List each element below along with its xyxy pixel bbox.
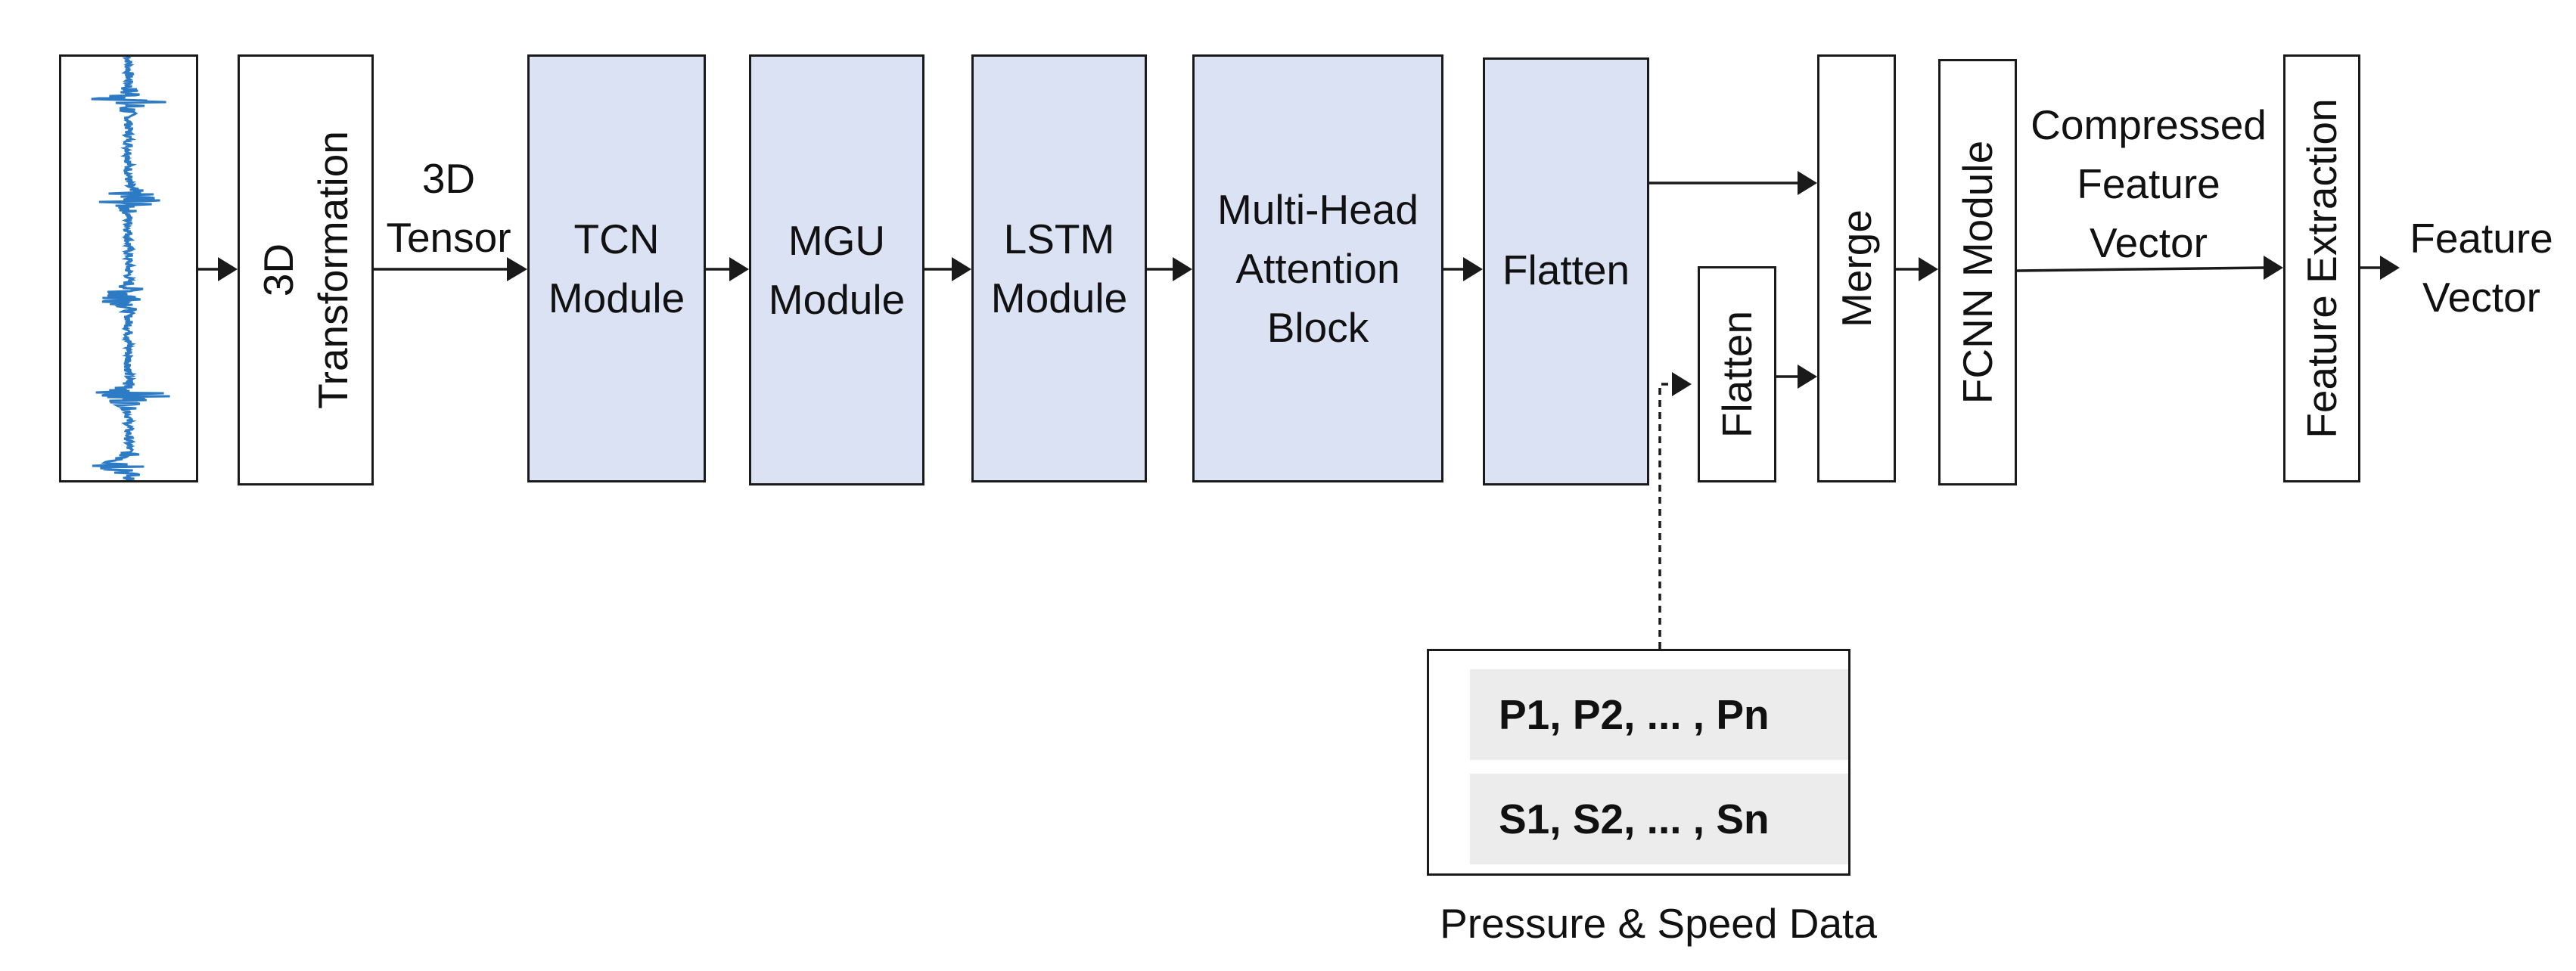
arrowhead — [507, 257, 527, 281]
flatten-aux-box: Flatten — [1698, 266, 1776, 482]
lstm-module: LSTM Module — [971, 54, 1147, 482]
arrowheads — [218, 171, 2400, 396]
attention-block-label: Multi-Head Attention Block — [1217, 186, 1419, 351]
transformation-box: 3D Transformation — [238, 54, 374, 486]
speed-values: S1, S2, ... , Sn — [1470, 774, 1848, 864]
pressure-values: P1, P2, ... , Pn — [1470, 669, 1848, 760]
lstm-module-label: LSTM Module — [990, 216, 1128, 321]
tcn-module-label: TCN Module — [548, 216, 685, 321]
arrowhead — [1173, 257, 1192, 281]
tcn-module: TCN Module — [527, 54, 706, 482]
arrowhead — [1798, 365, 1817, 389]
arrowhead — [1919, 257, 1938, 281]
data-caption: Pressure & Speed Data — [1440, 900, 1877, 947]
arrowhead — [1463, 257, 1483, 281]
fcnn-module: FCNN Module — [1938, 59, 2017, 486]
flatten-main-label: Flatten — [1502, 247, 1630, 293]
arrowhead — [1798, 171, 1817, 195]
feature-extraction-box: Feature Extraction — [2283, 54, 2360, 482]
arrowhead — [2264, 256, 2283, 280]
signal-trace — [91, 57, 170, 480]
signal-waveform — [91, 57, 170, 480]
dashed-data-connector — [1658, 383, 1670, 649]
mgu-module-label: MGU Module — [768, 217, 906, 323]
attention-block: Multi-Head Attention Block — [1192, 54, 1443, 482]
arrow-fcnn-to-extraction — [2016, 266, 2264, 272]
pressure-speed-panel: P1, P2, ... , Pn S1, S2, ... , Sn — [1427, 649, 1850, 876]
arrowhead — [952, 257, 971, 281]
mgu-module: MGU Module — [749, 54, 924, 486]
output-feature-label: Feature Vector — [2410, 215, 2553, 321]
compressed-feature-label: Compressed Feature Vector — [2031, 101, 2267, 266]
tensor-label: 3D Tensor — [386, 155, 511, 261]
arrowhead — [2380, 256, 2400, 280]
flatten-main-box: Flatten — [1483, 57, 1649, 486]
arrowhead — [1672, 372, 1692, 396]
arrowhead — [218, 257, 238, 281]
arrowhead — [729, 257, 749, 281]
vibration-signal-image — [59, 54, 198, 482]
merge-box: Merge — [1817, 54, 1896, 482]
